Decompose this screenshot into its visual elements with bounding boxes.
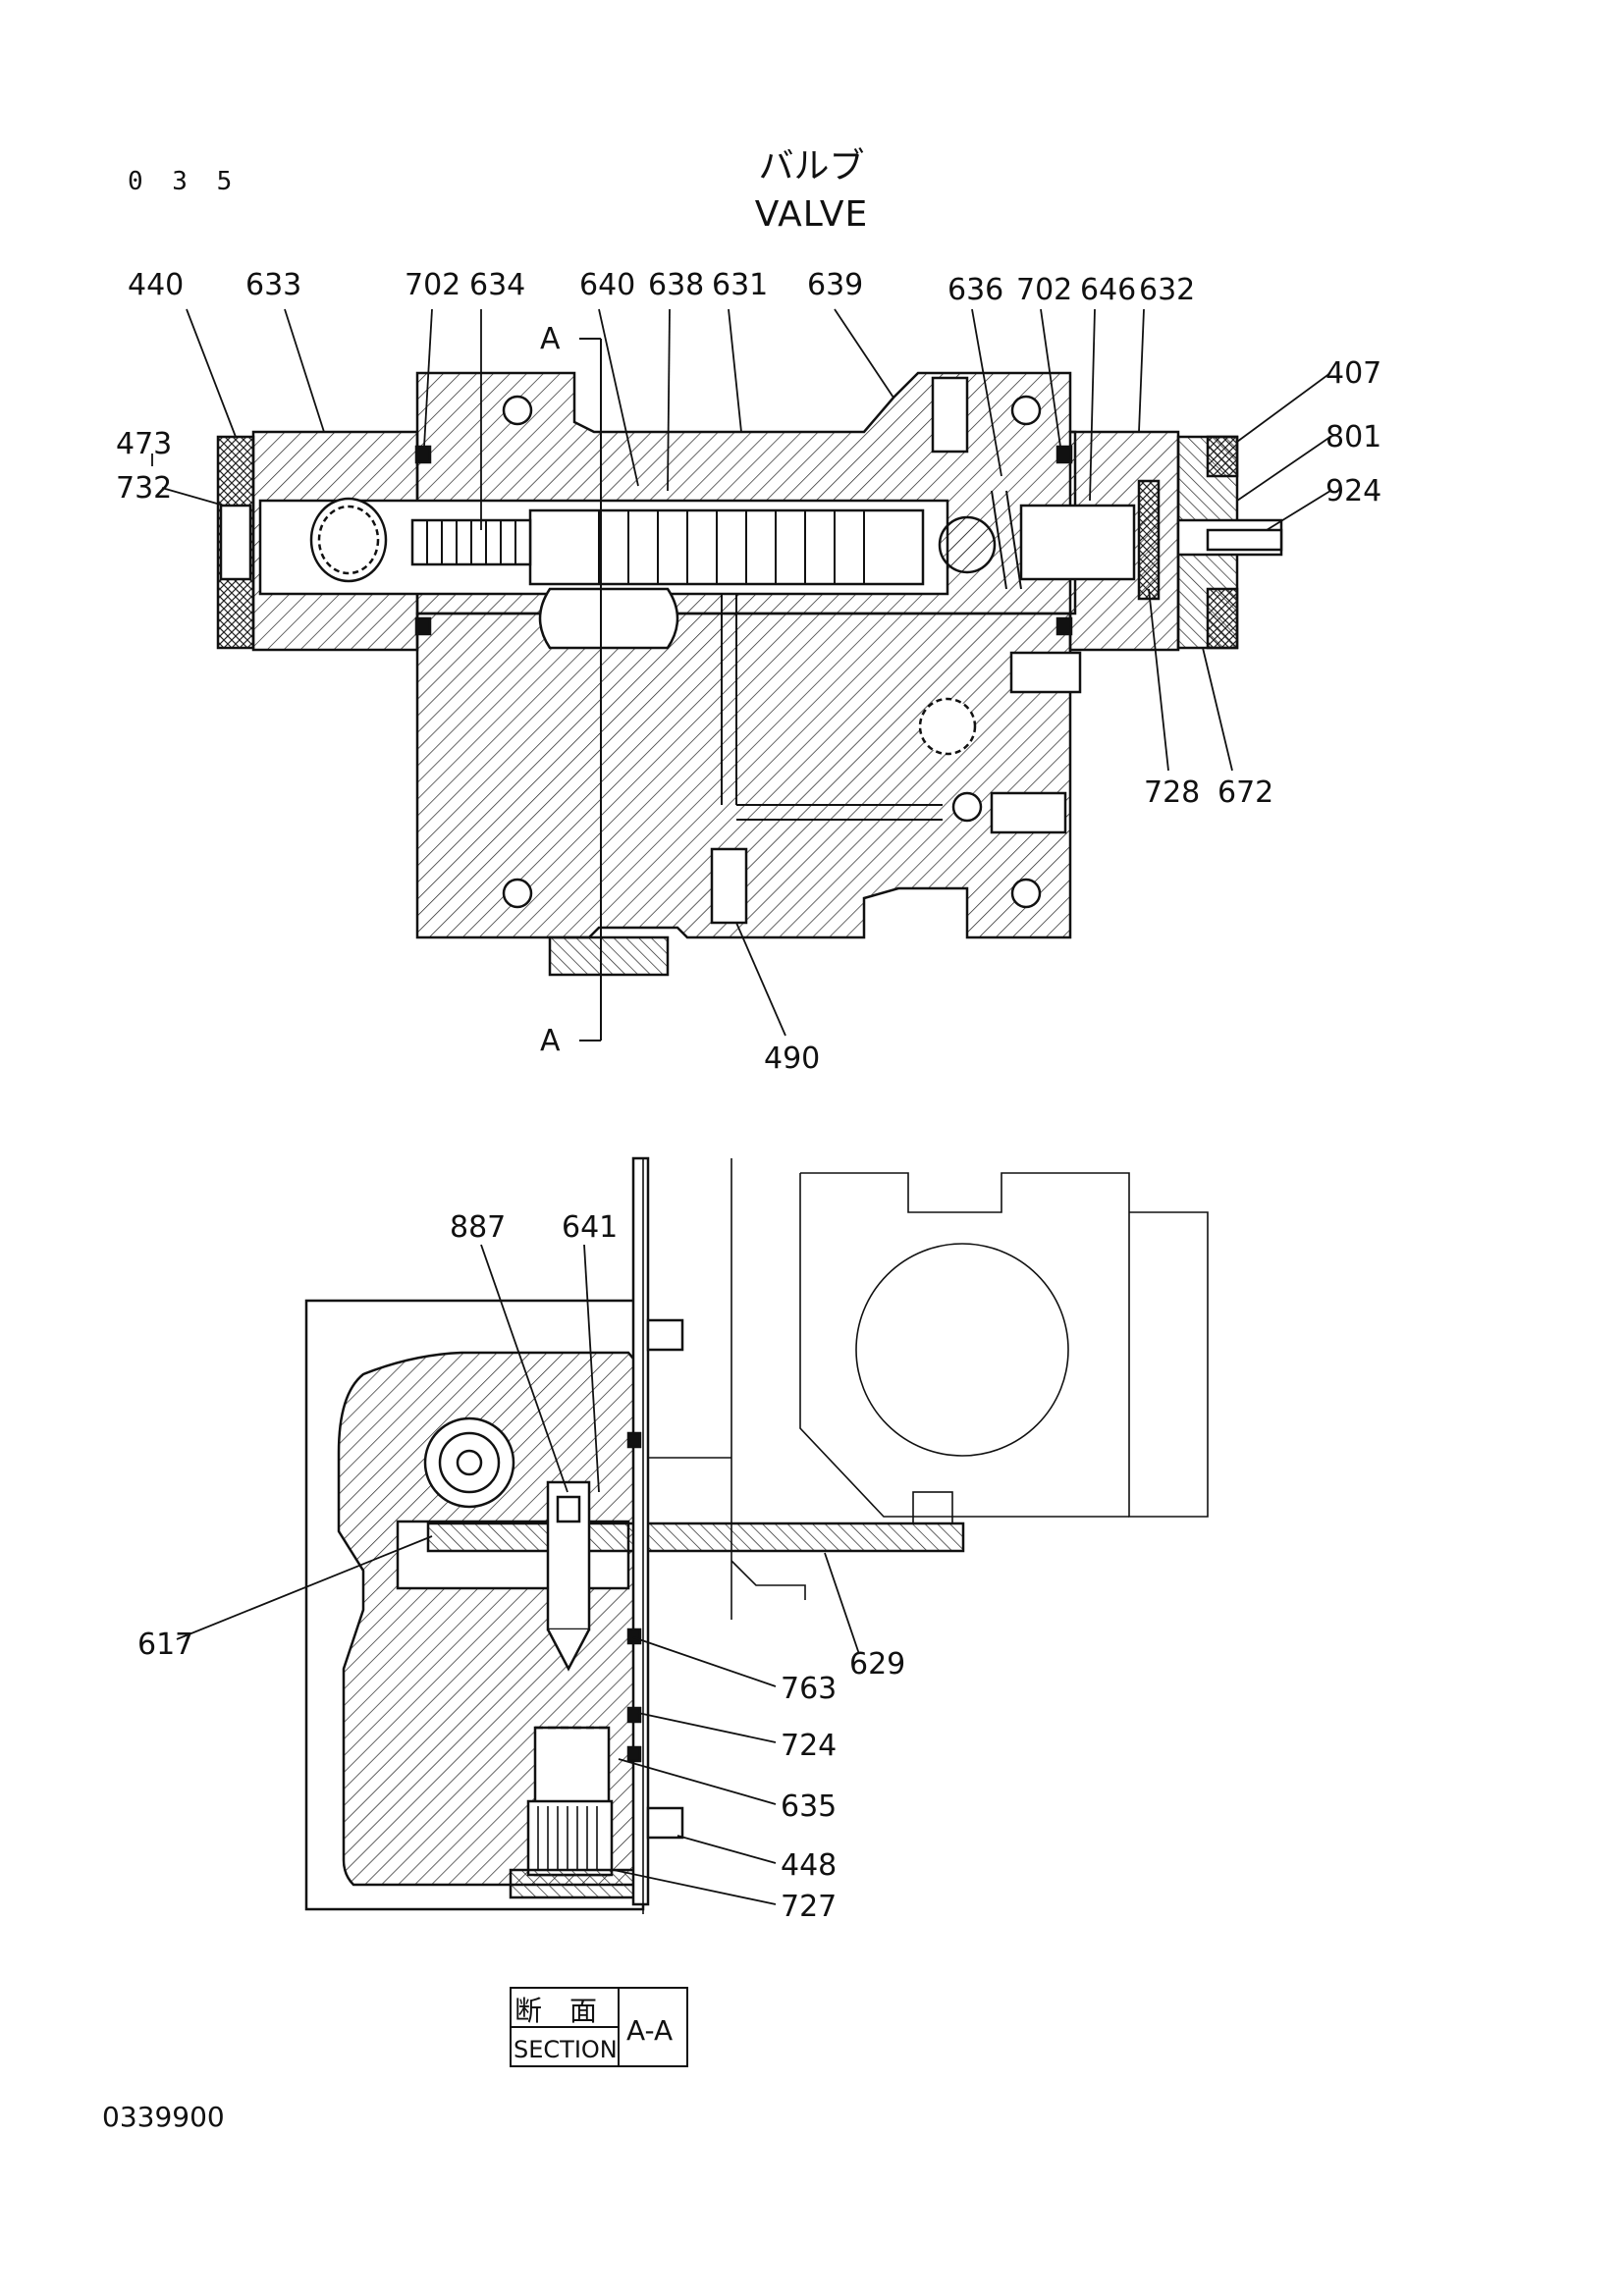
label-639: 639	[807, 268, 863, 302]
bolt-hole	[502, 395, 533, 426]
plug-top	[931, 376, 969, 454]
plug-727	[526, 1799, 614, 1877]
plug-right-lower	[990, 791, 1067, 834]
label-473: 473	[116, 427, 172, 461]
label-632: 632	[1139, 273, 1195, 307]
plug-right-upper	[1009, 651, 1082, 694]
label-638: 638	[648, 268, 704, 302]
label-636: 636	[947, 273, 1003, 307]
bolt-hole	[1010, 395, 1042, 426]
page-number: 0 3 5	[128, 167, 240, 196]
spring	[991, 490, 1022, 590]
bolt-hole	[1010, 878, 1042, 909]
label-702: 702	[405, 268, 460, 302]
top-view	[216, 338, 1283, 1041]
lever-629	[426, 1522, 965, 1553]
title-japanese: バルブ	[758, 146, 865, 187]
section-box-en: SECTION	[514, 2036, 618, 2063]
ball-636	[938, 515, 997, 574]
label-407: 407	[1325, 356, 1381, 391]
section-box-ref: A-A	[626, 2014, 673, 2047]
bolt-hole	[502, 878, 533, 909]
label-728: 728	[1144, 775, 1200, 810]
label-887: 887	[450, 1210, 506, 1245]
label-641: 641	[562, 1210, 618, 1245]
label-440: 440	[128, 268, 184, 302]
label-801: 801	[1325, 420, 1381, 454]
label-672: 672	[1217, 775, 1273, 810]
section-marker-top: A	[540, 322, 561, 356]
spool	[528, 508, 925, 586]
label-617: 617	[137, 1628, 193, 1662]
side-plate	[631, 1156, 650, 1906]
label-724: 724	[781, 1729, 837, 1763]
seal-728	[1137, 479, 1161, 601]
label-629: 629	[849, 1647, 905, 1682]
label-490: 490	[764, 1041, 820, 1076]
label-633: 633	[245, 268, 301, 302]
label-727: 727	[781, 1890, 837, 1924]
cap-bottom	[509, 1868, 640, 1899]
lower-slot	[538, 587, 679, 650]
valve-body	[415, 612, 1072, 939]
ball-left	[309, 497, 388, 583]
section-box-jp: 断 面	[514, 1995, 597, 2027]
piston-646	[1019, 504, 1136, 581]
label-732: 732	[116, 471, 172, 506]
label-646: 646	[1080, 273, 1136, 307]
label-635: 635	[781, 1789, 837, 1824]
section-title-box: 断 面 SECTION A-A	[510, 1987, 688, 2067]
label-634: 634	[469, 268, 525, 302]
section-view	[304, 1156, 1209, 1914]
section-marker-bottom: A	[540, 1024, 561, 1058]
section-view-leaders	[176, 1244, 860, 1905]
title-english: VALVE	[754, 194, 869, 235]
label-640: 640	[579, 268, 635, 302]
label-448: 448	[781, 1848, 837, 1883]
section-view-labels: 887 641 617 629 763 724 635 448 727	[137, 1210, 905, 1924]
label-631: 631	[712, 268, 768, 302]
label-924: 924	[1325, 474, 1381, 508]
top-view-labels: 440 633 702 634 640 638 631 639 636 702 …	[116, 268, 1381, 1076]
plug-490	[710, 847, 748, 925]
label-702b: 702	[1016, 273, 1072, 307]
drawing-number: 0339900	[102, 2101, 225, 2133]
top-view-leaders	[151, 308, 1331, 1037]
label-763: 763	[781, 1672, 837, 1706]
foot	[548, 935, 670, 977]
